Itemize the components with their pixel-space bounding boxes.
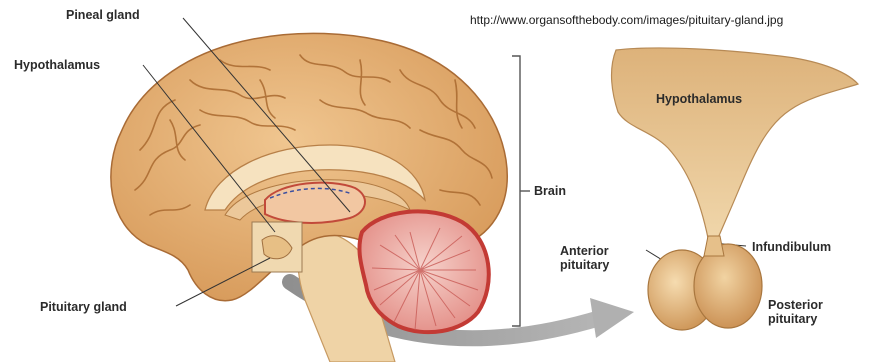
cerebellum xyxy=(359,211,488,332)
brain-bracket xyxy=(512,56,530,326)
detail-pituitary xyxy=(612,48,858,330)
source-url: http://www.organsofthebody.com/images/pi… xyxy=(470,13,783,27)
label-anterior-line1: Anterior xyxy=(560,244,609,258)
label-hypothalamus: Hypothalamus xyxy=(14,58,100,72)
label-pituitary-gland: Pituitary gland xyxy=(40,300,127,314)
label-posterior-line2: pituitary xyxy=(768,312,823,326)
label-anterior-pituitary: Anterior pituitary xyxy=(560,244,609,273)
label-infundibulum: Infundibulum xyxy=(752,240,831,254)
label-pineal-gland: Pineal gland xyxy=(66,8,140,22)
label-posterior-pituitary: Posterior pituitary xyxy=(768,298,823,327)
label-detail-hypothalamus: Hypothalamus xyxy=(656,92,742,106)
label-anterior-line2: pituitary xyxy=(560,258,609,272)
label-posterior-line1: Posterior xyxy=(768,298,823,312)
label-brain: Brain xyxy=(534,184,566,198)
